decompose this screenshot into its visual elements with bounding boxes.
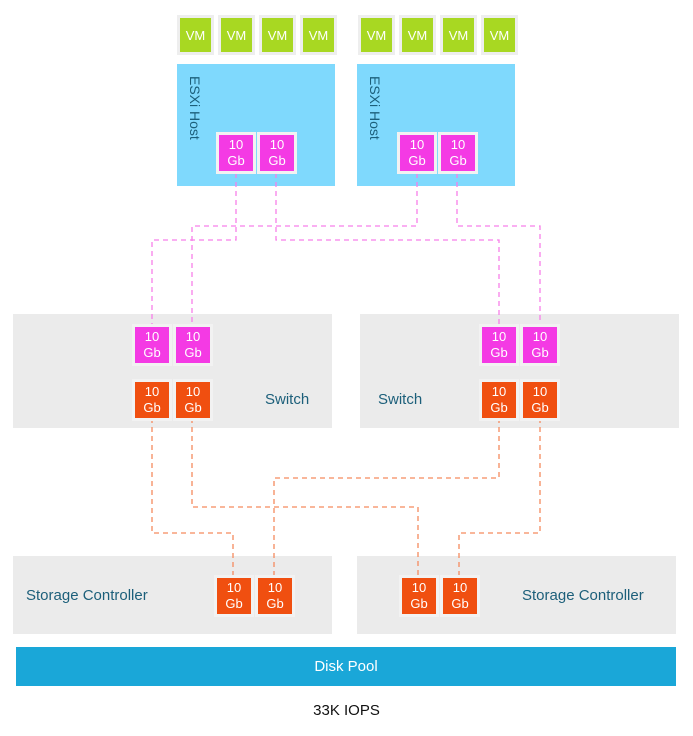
iops-label: 33K IOPS — [313, 702, 380, 719]
vm-box: VM — [358, 15, 395, 55]
port-speed-label: Gb — [449, 153, 467, 168]
vm-label: VM — [180, 18, 211, 52]
vm-label: VM — [221, 18, 252, 52]
host-link — [151, 173, 237, 327]
esxi-host-right: ESXi Host — [357, 64, 515, 186]
port-speed-label: Gb — [184, 345, 202, 360]
vm-label: VM — [361, 18, 392, 52]
port-speed-label: 10 — [269, 137, 285, 152]
port-speed-label: Gb — [408, 153, 426, 168]
port-speed-label: Gb — [268, 153, 286, 168]
vm-box: VM — [259, 15, 296, 55]
port-speed-label: Gb — [410, 596, 428, 611]
port-speed-label: 10 — [411, 580, 427, 595]
port-speed-label: 10 — [491, 384, 507, 399]
vm-box: VM — [300, 15, 337, 55]
port-speed-label: Gb — [143, 400, 161, 415]
port-speed-label: Gb — [143, 345, 161, 360]
port-speed-label: 10 — [228, 137, 244, 152]
vm-label: VM — [443, 18, 474, 52]
host-label: ESXi Host — [367, 76, 383, 140]
port-speed-label: 10 — [409, 137, 425, 152]
port-speed-label: Gb — [184, 400, 202, 415]
port-speed-label: 10 — [532, 384, 548, 399]
vm-box: VM — [177, 15, 214, 55]
storage-controller-label: Storage Controller — [26, 587, 148, 604]
vm-label: VM — [484, 18, 515, 52]
switch-label: Switch — [378, 391, 423, 408]
switch-label: Switch — [265, 391, 310, 408]
port-speed-label: Gb — [225, 596, 243, 611]
switch-left: Switch — [13, 314, 332, 428]
port-speed-label: 10 — [450, 137, 466, 152]
vm-label: VM — [402, 18, 433, 52]
vm-box: VM — [440, 15, 477, 55]
port-speed-label: Gb — [227, 153, 245, 168]
port-speed-label: Gb — [490, 345, 508, 360]
port-speed-label: 10 — [491, 329, 507, 344]
port-speed-label: 10 — [267, 580, 283, 595]
vm-box: VM — [218, 15, 255, 55]
port-speed-label: 10 — [185, 384, 201, 399]
storage-link — [191, 418, 419, 578]
storage-link — [273, 418, 500, 578]
port-speed-label: 10 — [144, 384, 160, 399]
host-label: ESXi Host — [187, 76, 203, 140]
disk-pool: Disk Pool — [16, 647, 676, 686]
port-speed-label: 10 — [452, 580, 468, 595]
storage-link — [151, 418, 234, 578]
host-link — [456, 173, 541, 327]
port-speed-label: Gb — [266, 596, 284, 611]
port-speed-label: Gb — [451, 596, 469, 611]
port-speed-label: 10 — [532, 329, 548, 344]
port-speed-label: Gb — [490, 400, 508, 415]
port-speed-label: 10 — [185, 329, 201, 344]
port-speed-label: Gb — [531, 400, 549, 415]
switch-right: Switch — [360, 314, 679, 428]
port-speed-label: 10 — [226, 580, 242, 595]
vm-label: VM — [262, 18, 293, 52]
port-speed-label: Gb — [531, 345, 549, 360]
port-speed-label: 10 — [144, 329, 160, 344]
host-link — [275, 173, 500, 327]
storage-link — [458, 418, 541, 578]
host-link — [191, 173, 418, 327]
storage-controller-label: Storage Controller — [522, 587, 644, 604]
vm-box: VM — [481, 15, 518, 55]
vm-label: VM — [303, 18, 334, 52]
esxi-host-left: ESXi Host — [177, 64, 335, 186]
vm-box: VM — [399, 15, 436, 55]
